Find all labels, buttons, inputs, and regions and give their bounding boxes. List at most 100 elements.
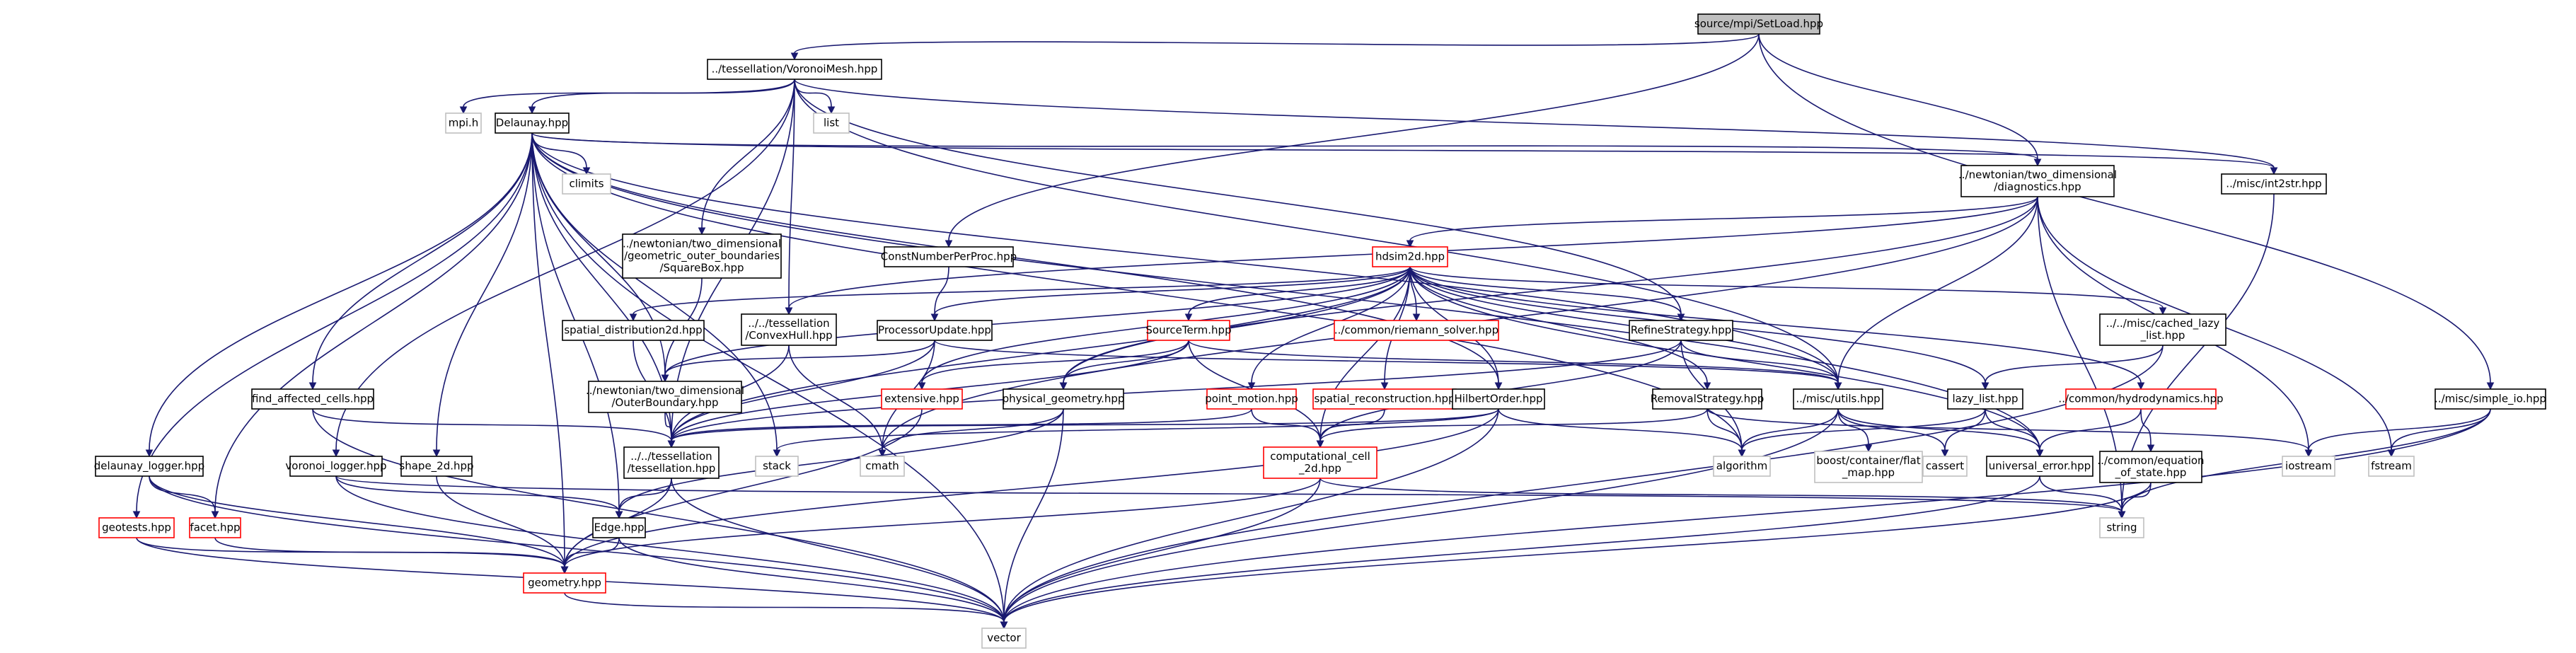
node-box [623,446,720,479]
edge-line [564,592,1005,623]
node-constnumber[interactable]: ConstNumberPerProc.hpp [881,246,1017,267]
node-box [251,388,374,410]
node-physgeom[interactable]: physical_geometry.hpp [1003,388,1125,410]
edge-line [1680,340,1839,383]
node-squarebox[interactable]: ../newtonian/two_dimensional/geometric_o… [622,233,782,279]
node-facet[interactable]: facet.hpp [189,517,241,538]
node-geotests[interactable]: geotests.hpp [98,517,175,538]
edge-line [776,408,1499,451]
edge-hdsim2d-to-cachedlazy [1409,266,2167,316]
edge-arrowhead [2035,449,2044,458]
node-label: shape_2d.hpp [399,460,473,473]
node-box [622,233,782,279]
edge-line [436,475,565,567]
node-lazylist[interactable]: lazy_list.hpp [1947,388,2023,410]
edge-simpleio-to-fstream [2387,408,2491,458]
node-universalerror[interactable]: universal_error.hpp [1986,456,2093,477]
node-delaunaylogger[interactable]: delaunay_logger.hpp [94,456,204,477]
node-diagnostics[interactable]: ../newtonian/two_dimensional/diagnostics… [1958,165,2117,197]
edge-line [312,408,672,441]
node-eos[interactable]: ../common/equation_of_state.hpp [2097,451,2205,483]
edge-line [1409,266,1708,383]
edge-hydrodynamics-to-eos [2140,408,2155,453]
node-shape2d[interactable]: shape_2d.hpp [399,456,474,477]
edge-line [1003,345,2164,623]
edge-compcell-to-string [1319,478,2126,519]
node-findaffected[interactable]: find_affected_cells.hpp [251,388,374,410]
node-box [1947,388,2023,410]
node-edge[interactable]: Edge.hpp [592,517,646,538]
node-box [98,517,175,538]
node-mpih: mpi.h [445,112,482,134]
node-processorupdate[interactable]: ProcessorUpdate.hpp [877,320,993,341]
node-sourceterm[interactable]: SourceTerm.hpp [1145,320,1232,341]
node-box [1147,320,1230,341]
node-voronoimesh[interactable]: ../tessellation/VoronoiMesh.hpp [707,59,882,80]
node-geometry[interactable]: geometry.hpp [523,572,606,594]
edge-arrowhead [2486,382,2495,391]
node-cachedlazy[interactable]: ../../misc/cached_lazy_list.hpp [2099,313,2226,346]
node-int2str[interactable]: ../misc/int2str.hpp [2221,173,2327,195]
node-label: ConstNumberPerProc.hpp [881,250,1017,263]
node-label: stack [763,460,791,473]
node-label: spatial_distribution2d.hpp [564,324,702,337]
node-cassert: cassert [1922,456,1968,477]
node-hydrodynamics[interactable]: ../common/hydrodynamics.hpp [2058,388,2224,410]
node-outerboundary[interactable]: ../newtonian/two_dimensional/OuterBounda… [586,381,744,413]
node-simpleio[interactable]: ../misc/simple_io.hpp [2435,388,2546,410]
node-convexhull[interactable]: ../../tessellation/ConvexHull.hpp [741,313,837,346]
edge-line [788,79,795,308]
node-hilbert[interactable]: HilbertOrder.hpp [1452,388,1545,410]
edge-line [1063,266,1411,383]
edge-line [921,340,1189,383]
edge-arrowhead [2118,511,2126,519]
node-utils[interactable]: ../misc/utils.hpp [1793,388,1883,410]
edge-arrowhead [211,511,219,519]
node-voronoilogger[interactable]: voronoi_logger.hpp [285,456,387,477]
node-string: string [2099,517,2144,538]
edge-line [1003,478,1321,623]
node-box [1263,446,1377,479]
node-label: point_motion.hpp [1205,393,1298,406]
node-compcell[interactable]: computational_cell_2d.hpp [1263,446,1377,479]
node-setload[interactable]: source/mpi/SetLoad.hpp [1694,13,1823,35]
edge-line [335,475,620,512]
node-label: /diagnostics.hpp [1994,180,2081,193]
edge-voronoimesh-to-delaunay [528,79,795,115]
node-hdsim2d[interactable]: hdsim2d.hpp [1372,246,1448,267]
node-extensive[interactable]: extensive.hpp [881,388,963,410]
node-label: Edge.hpp [594,521,644,534]
edge-lazylist-to-cassert [1941,408,1986,458]
edge-compcell-to-vector [1000,478,1321,630]
node-label: geometry.hpp [528,577,601,589]
edge-arrowhead [1941,449,1949,458]
edge-line [671,408,1252,441]
node-label: geotests.hpp [102,521,171,534]
node-box [95,456,204,477]
node-label: ../../tessellation [748,317,829,330]
node-tessellation[interactable]: ../../tessellation/tessellation.hpp [623,446,720,479]
edge-line [1837,408,2040,451]
edge-setload-to-constnumber [945,33,1760,248]
edge-processorupdate-to-outerboundary [661,340,935,383]
node-label: cmath [865,460,899,473]
edge-arrowhead [827,106,836,115]
node-pointmotion[interactable]: point_motion.hpp [1205,388,1298,410]
nodes-layer: source/mpi/SetLoad.hpp ../tessellation/Vo… [94,13,2546,649]
node-label: delaunay_logger.hpp [94,460,204,473]
edge-utils-to-cassert [1837,408,1949,458]
node-spatialrec[interactable]: spatial_reconstruction.hpp [1312,388,1457,410]
edge-arrowhead [945,240,953,248]
node-delaunay[interactable]: Delaunay.hpp [495,112,570,134]
edge-delaunay-to-int2str [531,132,2278,175]
edge-arrowhead [1000,621,1008,630]
node-removal[interactable]: RemovalStrategy.hpp [1651,388,1764,410]
edge-line [1837,408,1869,446]
edge-line [664,412,672,441]
edge-arrowhead [667,440,676,449]
node-label: /SquareBox.hpp [659,262,744,275]
node-spatial2d[interactable]: spatial_distribution2d.hpp [562,320,705,341]
edge-arrowhead [1738,449,1746,458]
node-riemann[interactable]: ../common/riemann_solver.hpp [1334,320,1499,341]
node-refine[interactable]: RefineStrategy.hpp [1629,320,1733,341]
